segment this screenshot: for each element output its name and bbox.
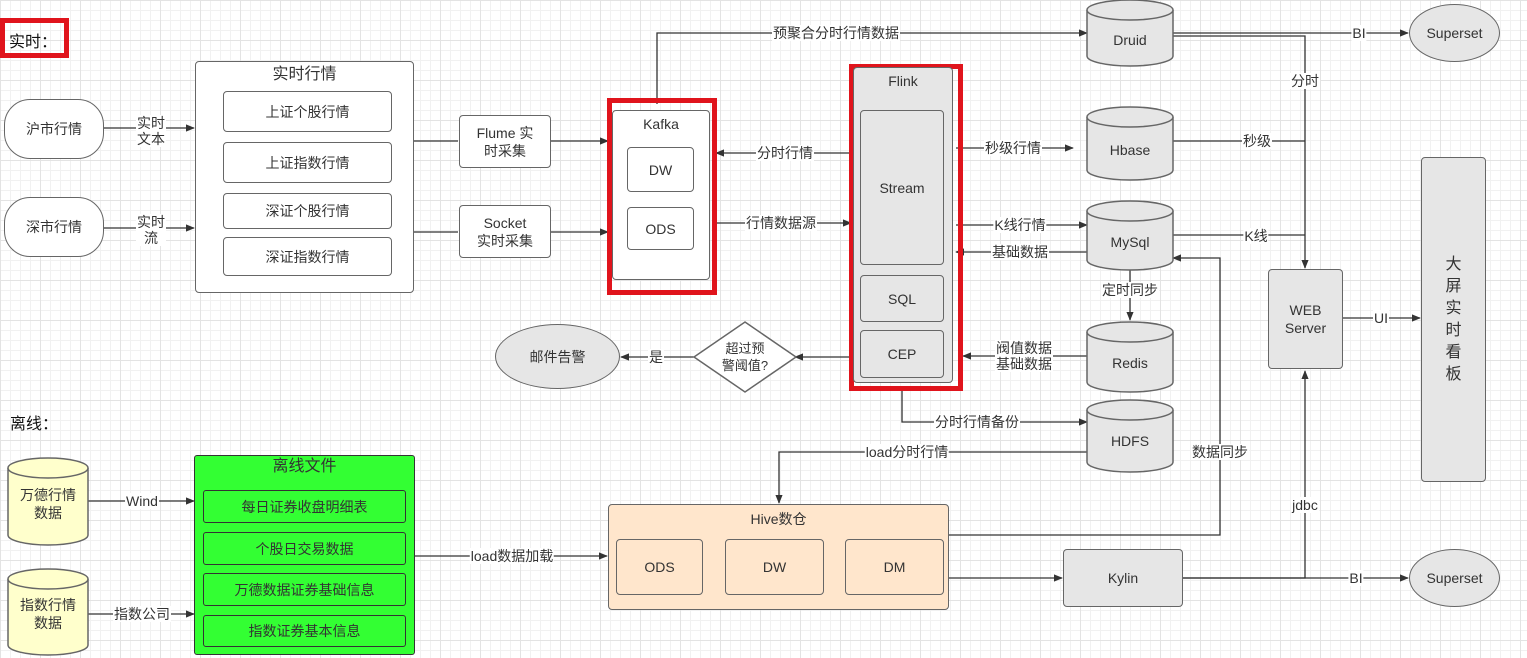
edge-kylin-to-web bbox=[1183, 370, 1309, 579]
edge-label-wind: Wind bbox=[125, 493, 159, 509]
big-screen-box: 大 屏 实 时 看 板 bbox=[1421, 157, 1486, 482]
edge-label-fenshi: 分时 bbox=[1290, 73, 1320, 89]
web-server-box: WEB Server bbox=[1268, 269, 1343, 369]
offline-file-1: 每日证券收盘明细表 bbox=[203, 490, 406, 523]
superset-bottom-node: Superset bbox=[1409, 549, 1500, 607]
wind-data-label: 万德行情 数据 bbox=[20, 487, 76, 521]
edge-label-fenshi-hq: 分时行情 bbox=[756, 145, 814, 161]
offline-file-2: 个股日交易数据 bbox=[203, 532, 406, 565]
mysql-cylinder bbox=[1086, 200, 1174, 271]
edge-label-kxian: K线 bbox=[1243, 228, 1269, 244]
hive-dw-box: DW bbox=[725, 539, 824, 595]
edge-label-yes: 是 bbox=[648, 349, 664, 365]
realtime-highlight bbox=[0, 18, 69, 58]
sh-stock-box: 上证个股行情 bbox=[223, 91, 392, 132]
sh-market-node: 沪市行情 bbox=[4, 99, 104, 159]
index-data-label: 指数行情 数据 bbox=[20, 597, 76, 631]
edge-label-bi-bottom: BI bbox=[1348, 570, 1364, 586]
hive-dm-box: DM bbox=[845, 539, 944, 595]
edge-label-threshold: 阀值数据 基础数据 bbox=[995, 340, 1053, 372]
hdfs-cylinder bbox=[1086, 399, 1174, 473]
edge-label-index-company: 指数公司 bbox=[113, 606, 171, 622]
hive-ods-box: ODS bbox=[616, 539, 703, 595]
edge-kafka-to-druid bbox=[656, 29, 1088, 104]
kafka-dw-box: DW bbox=[627, 147, 694, 192]
wind-cylinder bbox=[7, 457, 89, 546]
kafka-ods-box: ODS bbox=[627, 207, 694, 250]
edge-label-rt-text: 实时 文本 bbox=[136, 115, 166, 147]
flume-box: Flume 实 时采集 bbox=[459, 115, 551, 168]
kylin-box: Kylin bbox=[1063, 549, 1183, 607]
kafka-title: Kafka bbox=[643, 116, 679, 132]
edge-label-ui: UI bbox=[1373, 310, 1389, 326]
edge-hive-to-mysql bbox=[948, 254, 1221, 536]
edge-label-load-fenshi: load分时行情 bbox=[864, 444, 950, 460]
mysql-label: MySql bbox=[1110, 234, 1150, 250]
sz-stock-box: 深证个股行情 bbox=[223, 193, 392, 229]
realtime-market-title: 实时行情 bbox=[272, 66, 337, 83]
edge-label-hq-source: 行情数据源 bbox=[745, 215, 817, 231]
sz-index-box: 深证指数行情 bbox=[223, 237, 392, 276]
redis-label: Redis bbox=[1112, 355, 1148, 371]
druid-label: Druid bbox=[1113, 32, 1147, 48]
offline-file-3: 万德数据证券基础信息 bbox=[203, 573, 406, 606]
druid-cylinder bbox=[1086, 0, 1174, 67]
decision-label: 超过预 警阈值? bbox=[721, 341, 769, 373]
edge-label-fenshi-backup: 分时行情备份 bbox=[934, 414, 1020, 430]
flink-sql-box: SQL bbox=[860, 275, 944, 322]
edge-label-bi-top: BI bbox=[1351, 25, 1367, 41]
flink-highlight bbox=[849, 64, 963, 391]
flink-title: Flink bbox=[888, 73, 918, 89]
hbase-label: Hbase bbox=[1109, 142, 1151, 158]
flink-cep-box: CEP bbox=[860, 330, 944, 378]
email-alert-node: 邮件告警 bbox=[495, 324, 620, 389]
edge-flink-to-hdfs bbox=[901, 390, 1088, 426]
hdfs-label: HDFS bbox=[1110, 433, 1150, 449]
hive-title: Hive数仓 bbox=[750, 511, 807, 527]
edge-label-load-data: load数据加载 bbox=[469, 548, 555, 564]
offline-label: 离线： bbox=[10, 416, 59, 433]
edge-label-jdbc: jdbc bbox=[1291, 497, 1319, 513]
superset-top-node: Superset bbox=[1409, 4, 1500, 62]
edge-label-kline-hq: K线行情 bbox=[993, 217, 1047, 233]
edge-druid-to-web bbox=[1170, 35, 1309, 269]
hbase-cylinder bbox=[1086, 106, 1174, 181]
edge-hdfs-to-hive bbox=[775, 451, 1087, 504]
edge-label-rt-stream: 实时 流 bbox=[136, 214, 166, 246]
edge-label-data-sync: 数据同步 bbox=[1191, 444, 1249, 460]
realtime-label: 实时： bbox=[9, 34, 58, 51]
redis-cylinder bbox=[1086, 321, 1174, 393]
offline-file-4: 指数证券基本信息 bbox=[203, 615, 406, 647]
kafka-highlight bbox=[607, 98, 717, 295]
edge-label-basic-data: 基础数据 bbox=[991, 244, 1049, 260]
edge-label-miaoji: 秒级 bbox=[1242, 133, 1272, 149]
edge-label-timed-sync: 定时同步 bbox=[1101, 282, 1159, 298]
flink-stream-box: Stream bbox=[860, 110, 944, 265]
edge-label-second-hq: 秒级行情 bbox=[984, 140, 1042, 156]
decision-diamond bbox=[692, 321, 798, 393]
offline-files-title: 离线文件 bbox=[272, 458, 337, 475]
edge-label-preagg: 预聚合分时行情数据 bbox=[772, 25, 900, 41]
socket-box: Socket 实时采集 bbox=[459, 205, 551, 258]
sh-index-box: 上证指数行情 bbox=[223, 142, 392, 183]
index-cylinder bbox=[7, 568, 89, 656]
kafka-container: Kafka bbox=[612, 110, 710, 280]
sz-market-node: 深市行情 bbox=[4, 197, 104, 257]
